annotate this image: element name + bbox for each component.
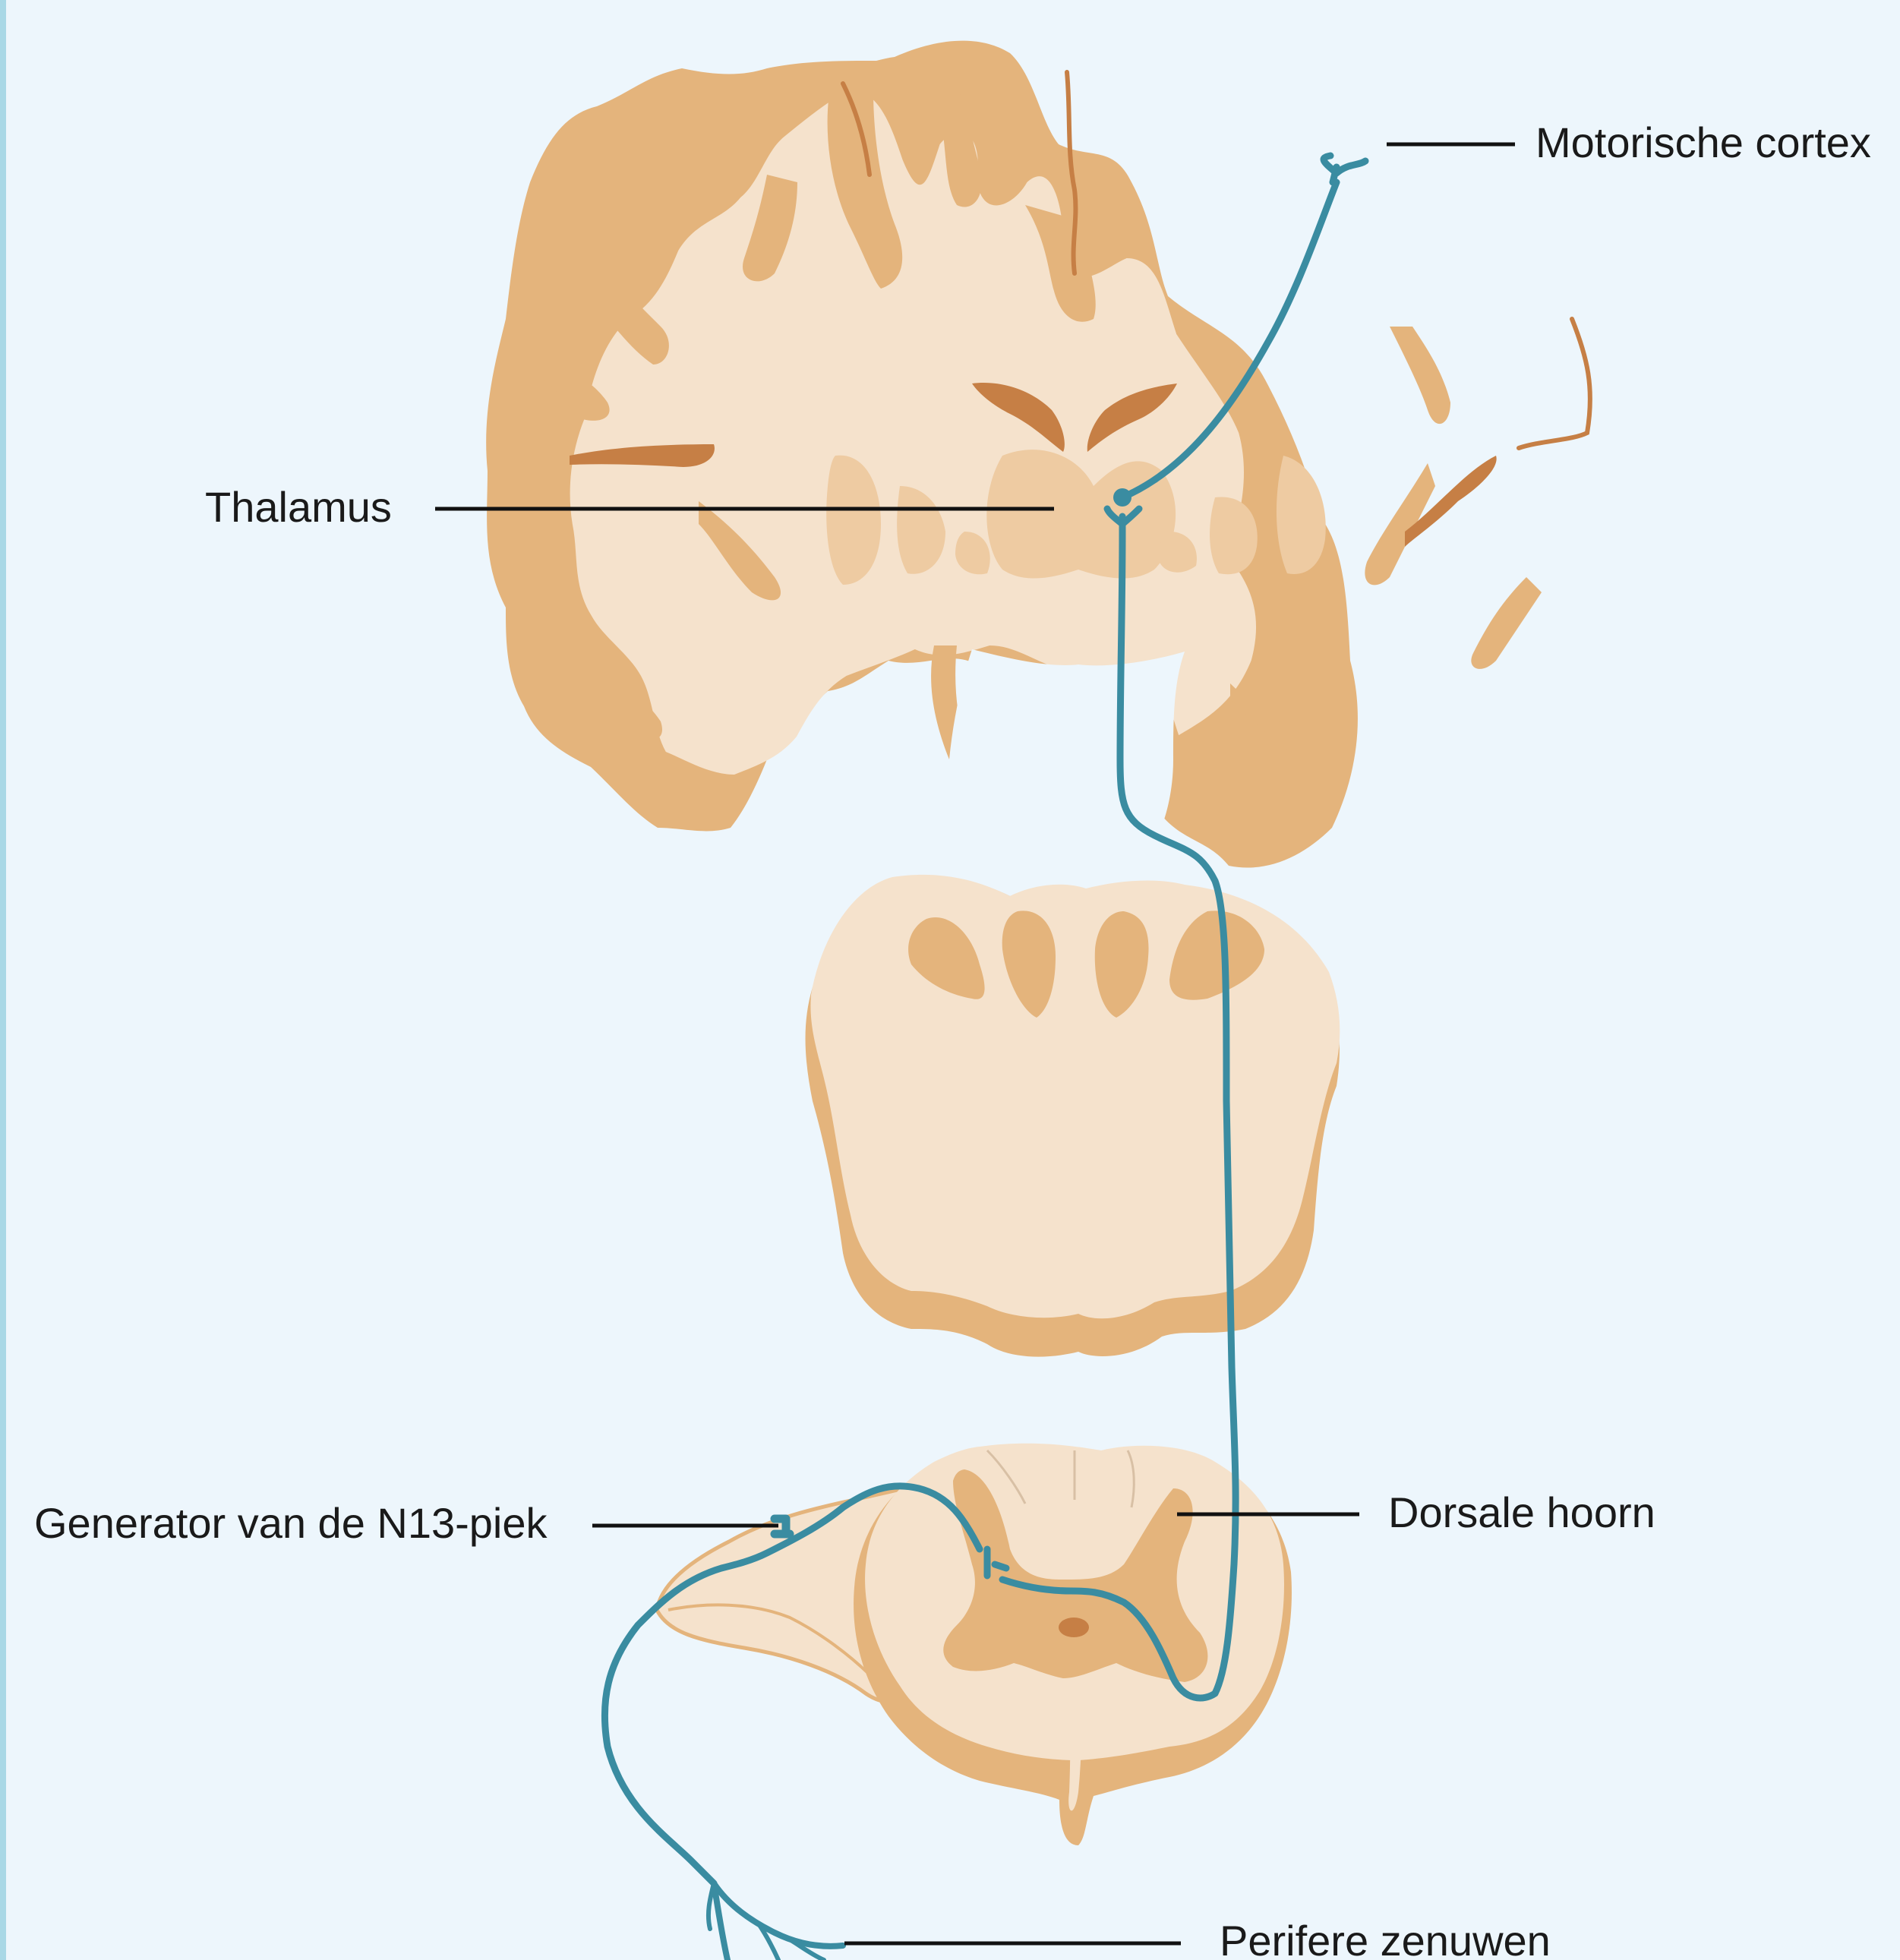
label-peripheral-nerves: Perifere zenuwen [1220,1920,1551,1960]
brainstem-section [806,875,1340,1357]
label-thalamus: Thalamus [205,486,392,529]
cortex-terminal [1324,156,1365,182]
central-canal [1059,1618,1089,1637]
brain-section [486,41,1590,868]
peripheral-branch-1 [714,1883,843,1946]
label-dorsal-horn: Dorsale hoorn [1388,1491,1655,1534]
peripheral-branch-3 [709,1883,714,1929]
thalamus-synapse [1113,488,1131,507]
spinal-cord-section [657,1444,1292,1845]
label-motor-cortex: Motorische cortex [1535,122,1871,164]
brain-midline-notch [948,649,1185,851]
label-n13-generator: Generator van de N13-piek [34,1502,548,1545]
